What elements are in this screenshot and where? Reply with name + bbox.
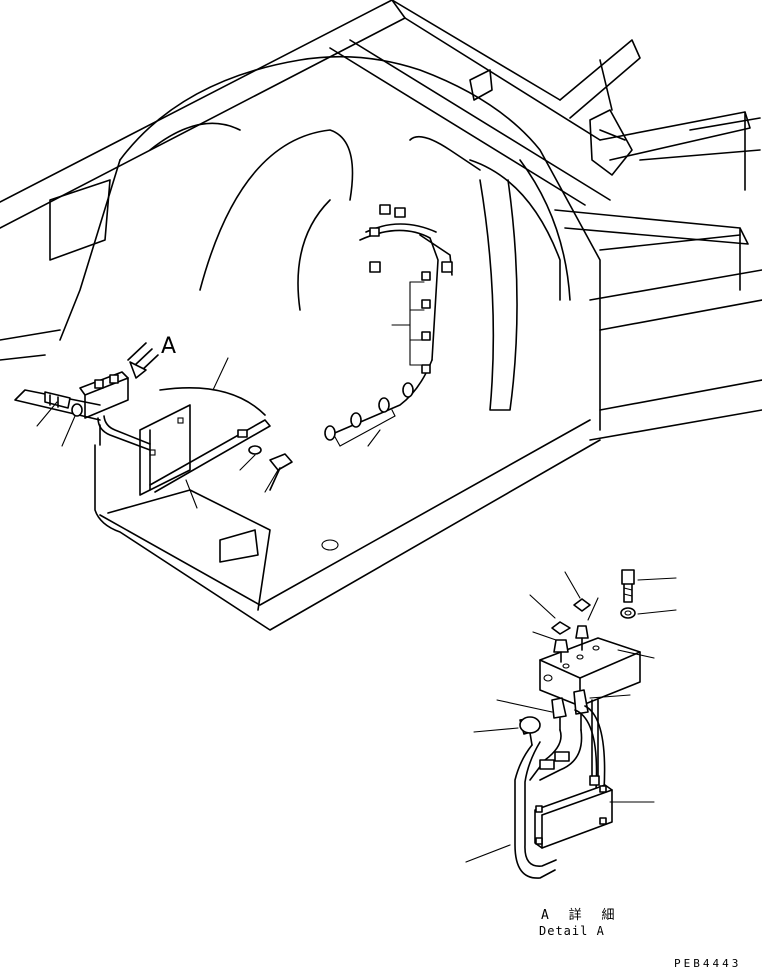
frame-rails bbox=[0, 0, 762, 441]
controller-assembly bbox=[44, 371, 293, 496]
leader-lines-detail bbox=[465, 571, 677, 863]
detail-title-english: Detail A bbox=[539, 924, 605, 938]
cab-body bbox=[14, 55, 601, 631]
wiring-harness bbox=[324, 204, 453, 447]
detail-title-japanese: A 詳 細 bbox=[541, 908, 621, 923]
detail-a-view bbox=[514, 569, 641, 879]
drawing-number: PEB4443 bbox=[674, 957, 742, 970]
view-arrow-label: A bbox=[161, 334, 177, 359]
view-arrow bbox=[127, 342, 159, 379]
leader-lines-main bbox=[36, 324, 411, 509]
